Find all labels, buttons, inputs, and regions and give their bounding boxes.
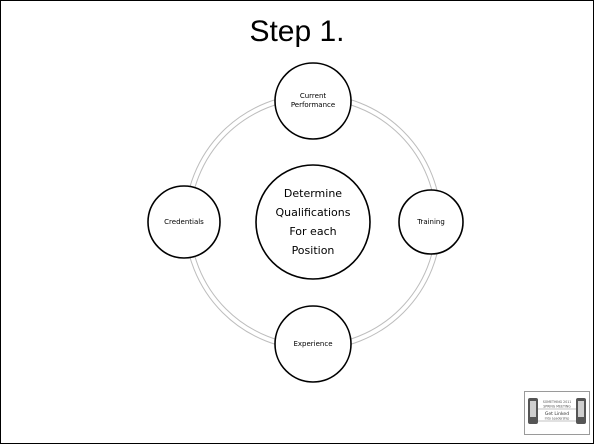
bottom-label: Experience [293,339,333,348]
slide-title: Step 1. [249,15,345,48]
node-right [398,189,464,255]
node-top [274,62,352,140]
top-label: Current Performance [290,92,336,109]
node-left [147,185,221,259]
node-bottom [274,305,352,383]
logo-line3: Get Linked [545,411,569,417]
logo-line1: SOMETHING 2011 [543,400,572,404]
center-label: Determine Qualifications For each Positi… [275,187,351,257]
logo-line2: SPRING MEETING [543,405,571,409]
right-label: Training [417,217,445,226]
conference-logo: SOMETHING 2011 SPRING MEETING Get Linked… [524,391,590,435]
center-node [255,164,371,280]
left-label: Credentials [164,217,204,226]
logo-line4: Into Leadership [545,417,570,421]
